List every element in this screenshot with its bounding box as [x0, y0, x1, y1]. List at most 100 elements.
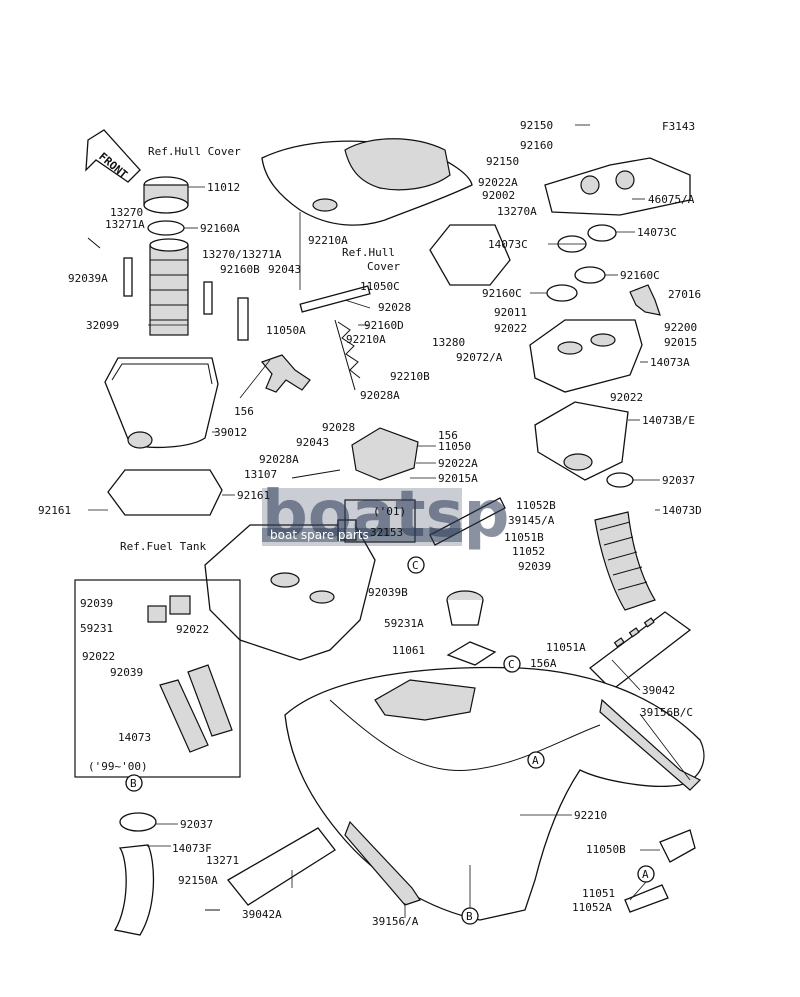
callout-c-2: C — [508, 658, 515, 671]
part-label: 92150 — [520, 119, 553, 132]
part-label: 39042A — [242, 908, 282, 921]
part-label: 92037 — [180, 818, 213, 831]
part-label: 39156B/C — [640, 706, 693, 719]
part-label: 92160A — [200, 222, 240, 235]
hose-14073F — [113, 844, 155, 936]
part-label: 92028 — [322, 421, 355, 434]
part-label: 14073C — [637, 226, 677, 239]
callout-c-1: C — [412, 559, 419, 572]
fitting-59231A — [446, 590, 484, 626]
part-label: 92160C — [620, 269, 660, 282]
part-label: 14073 — [118, 731, 151, 744]
part-label: 92022 — [494, 322, 527, 335]
pad-92160B — [237, 297, 249, 341]
watermark-text: boatsp — [262, 478, 509, 552]
part-label: 11052A — [572, 901, 612, 914]
part-label: 14073C — [488, 238, 528, 251]
hull-deck-rib — [329, 699, 601, 772]
part-label: 92039A — [68, 272, 108, 285]
box-39012 — [104, 357, 219, 449]
part-label: 92028A — [360, 389, 400, 402]
ring-92160C-right — [574, 266, 606, 284]
hull-cover-mid — [429, 224, 511, 286]
figure-code: F3143 — [662, 120, 695, 133]
part-label: 92015 — [664, 336, 697, 349]
part-label: 11050A — [266, 324, 306, 337]
ref-fuel-tank: Ref.Fuel Tank — [120, 540, 206, 553]
part-label: 39156/A — [372, 915, 419, 928]
part-label: 11051A — [546, 641, 586, 654]
callout-b-2: B — [130, 777, 137, 790]
part-label: 92043 — [268, 263, 301, 276]
part-label: 92037 — [662, 474, 695, 487]
frame-14073BE — [534, 401, 629, 481]
clamp-92037-bottom — [119, 812, 157, 832]
ring-14073C-right — [587, 224, 617, 242]
ring-92160C-left — [546, 284, 578, 302]
grille-39042 — [589, 611, 692, 691]
part-label: 13271A — [105, 218, 145, 231]
part-label: 92022 — [82, 650, 115, 663]
gasket-13270-13271A — [203, 281, 213, 315]
part-label: 92022 — [176, 623, 209, 636]
part-label: 92039 — [518, 560, 551, 573]
plate-46075 — [544, 157, 691, 216]
part-label: 13270A — [497, 205, 537, 218]
part-label: 11050 — [438, 440, 471, 453]
part-label: 27016 — [668, 288, 701, 301]
bar-92210A — [299, 285, 371, 313]
ring-92160A — [147, 220, 185, 236]
part-label: 13270/13271A — [202, 248, 282, 261]
housing-hole-2 — [590, 333, 616, 347]
part-label: 11052B — [516, 499, 556, 512]
part-label: 11052 — [512, 545, 545, 558]
part-label: 92039 — [110, 666, 143, 679]
latch-11050 — [351, 427, 419, 481]
part-label: 92210B — [390, 370, 430, 383]
part-label: 92002 — [482, 189, 515, 202]
gasket-13271A — [123, 257, 133, 297]
ref-hull-cover-mid-2: Cover — [367, 260, 400, 273]
fuel-tank — [204, 519, 376, 661]
cap-11012 — [143, 176, 189, 214]
box-01 — [344, 499, 416, 543]
spring-11050C — [334, 319, 361, 391]
part-label: 14073F — [172, 842, 212, 855]
part-label: 13280 — [432, 336, 465, 349]
part-label: 92160C — [482, 287, 522, 300]
plate-hole-1 — [580, 175, 600, 195]
part-label: 14073B/E — [642, 414, 695, 427]
part-label: 11050C — [360, 280, 400, 293]
hull-cover-hole — [312, 198, 338, 212]
part-27016 — [629, 284, 661, 316]
lower-hull — [284, 666, 705, 921]
part-label: 92022 — [610, 391, 643, 404]
part-label: 11061 — [392, 644, 425, 657]
part-label: 39012 — [214, 426, 247, 439]
bracket-11050A — [260, 354, 311, 393]
part-label: 11012 — [207, 181, 240, 194]
gasket-92161 — [107, 469, 223, 516]
trim-39156BC — [599, 698, 702, 791]
bracket-11050B — [659, 829, 696, 863]
part-label: 14073A — [650, 356, 690, 369]
gasket-11061 — [446, 641, 497, 666]
ref-hull-cover-top: Ref.Hull Cover — [148, 145, 241, 158]
part-label: 11051 — [582, 887, 615, 900]
frame-hole — [563, 453, 593, 471]
inset-parts — [147, 595, 233, 753]
plate-hole-2 — [615, 170, 635, 190]
part-label: 92160 — [520, 139, 553, 152]
part-label: 59231A — [384, 617, 424, 630]
clamp-92037 — [606, 472, 634, 488]
callout-c-1-circle — [407, 556, 425, 574]
trim-39156A — [344, 820, 421, 906]
part-label: 92039 — [80, 597, 113, 610]
front-arrow-icon: FRONT — [85, 129, 141, 183]
part-label: 92022A — [438, 457, 478, 470]
part-label: 92015A — [438, 472, 478, 485]
part-label: 39042 — [642, 684, 675, 697]
part-label: 92028 — [378, 301, 411, 314]
callout-a-1: A — [532, 754, 539, 767]
